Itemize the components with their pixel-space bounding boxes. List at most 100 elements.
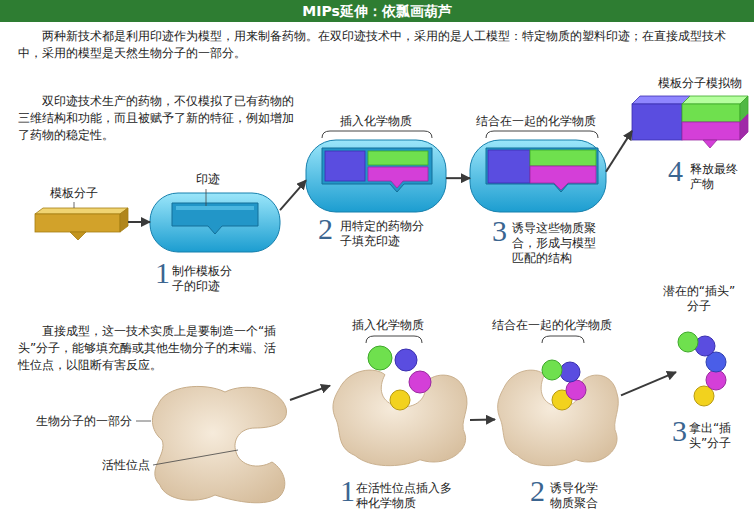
step-caption: 诱导化学物质聚合 xyxy=(550,481,600,511)
biomolecule xyxy=(333,370,467,466)
magenta-chemical xyxy=(566,380,586,400)
tray-recess xyxy=(172,203,258,234)
paragraph: 双印迹技术生产的药物，不仅模拟了已有药物的三维结构和功能，而且被赋予了新的特征，… xyxy=(18,93,302,144)
magenta-block xyxy=(530,166,596,190)
magenta-block xyxy=(682,122,740,140)
purple-block xyxy=(325,151,365,181)
bracket xyxy=(486,131,598,138)
flow-arrow xyxy=(606,131,632,172)
step-caption: 制作模板分子的印迹 xyxy=(172,264,234,294)
step-caption: 释放最终产物 xyxy=(690,162,740,192)
paragraph: 直接成型，这一技术实质上是要制造一个“插头”分子，能够填充酶或其他生物分子的末端… xyxy=(18,323,280,374)
flow-arrow xyxy=(470,419,495,421)
plug-molecule xyxy=(678,332,726,406)
biomolecule xyxy=(498,370,619,466)
imprint-tray xyxy=(150,193,280,252)
purple-chemical xyxy=(560,362,580,382)
flow-arrow xyxy=(446,177,470,179)
green-chemical xyxy=(678,332,698,352)
bracket xyxy=(366,336,422,343)
step-number: 2 xyxy=(530,476,545,506)
title: MIPs延伸：依瓢画葫芦 xyxy=(0,0,754,22)
green-chemical xyxy=(368,346,392,370)
figure-label: 模板分子模拟物 xyxy=(658,76,742,91)
figure-label: 生物分子的一部分 xyxy=(36,414,132,429)
leader-line xyxy=(74,202,75,208)
tray-body xyxy=(470,140,606,212)
purple-top xyxy=(632,96,690,104)
stage-figure: 模板分子模拟物4释放最终产物 xyxy=(632,96,748,148)
green-block xyxy=(530,150,596,166)
magenta-chemical xyxy=(409,371,431,393)
figure-label: 插入化学物质 xyxy=(340,114,412,129)
leader-line xyxy=(136,421,151,422)
step-number: 3 xyxy=(492,216,507,246)
tray-recess xyxy=(322,148,432,192)
mimic-molecule xyxy=(632,96,748,148)
step-caption: 诱导这些物质聚合，形成与模型匹配的结构 xyxy=(512,221,598,266)
step-caption: 拿出“插头”分子 xyxy=(689,421,749,451)
bracket xyxy=(542,336,584,343)
molecule-top xyxy=(35,208,128,214)
purple-block xyxy=(488,150,530,183)
loose-chemicals xyxy=(368,346,431,410)
stage-figure: 结合在一起的化学物质3诱导这些物质聚合，形成与模型匹配的结构 xyxy=(470,140,606,212)
bonded-chemicals xyxy=(542,360,586,410)
yellow-chemical xyxy=(390,390,410,410)
biomolecule xyxy=(152,386,286,502)
green-top xyxy=(682,96,748,104)
title-band: MIPs延伸：依瓢画葫芦 xyxy=(0,0,754,22)
filled-tray xyxy=(306,140,446,212)
molecule-tab xyxy=(70,232,86,240)
figure-label: 印迹 xyxy=(196,172,220,187)
green-chemical xyxy=(542,360,562,380)
flow-arrow xyxy=(128,221,150,223)
green-block xyxy=(682,104,740,122)
stage-figure: 生物分子的一部分活性位点 xyxy=(150,383,290,504)
figure-label: 结合在一起的化学物质 xyxy=(492,318,612,333)
figure-label: 插入化学物质 xyxy=(352,318,424,333)
tray-body xyxy=(306,140,446,212)
step-number: 1 xyxy=(155,258,170,288)
purple-block xyxy=(632,104,682,140)
molecule-side xyxy=(120,208,128,232)
stage-figure: 结合在一起的化学物质2诱导化学物质聚合 xyxy=(495,358,621,468)
figure-label: 结合在一起的化学物质 xyxy=(476,114,596,129)
stage-figure: 模板分子 xyxy=(35,208,128,240)
stage-figure: 潜在的“插头”分子3拿出“插头”分子 xyxy=(676,330,728,408)
step-number: 4 xyxy=(668,156,683,186)
leader-line xyxy=(206,189,207,206)
tray-recess xyxy=(486,148,598,192)
stage-figure: 插入化学物质1在活性位点插入多种化学物质 xyxy=(330,345,470,468)
stage-figure: 印迹1制作模板分子的印迹 xyxy=(150,193,280,252)
bracket xyxy=(322,131,432,138)
molecule-front xyxy=(35,214,120,232)
tray-body xyxy=(150,193,280,252)
template-molecule xyxy=(35,208,128,240)
step-caption: 在活性位点插入多种化学物质 xyxy=(356,481,454,511)
bonded-tray xyxy=(470,140,606,212)
flow-arrow xyxy=(290,386,330,400)
magenta-chemical xyxy=(706,370,726,390)
magenta-tab xyxy=(703,140,717,148)
leader-line xyxy=(153,450,238,465)
figure-label: 活性位点 xyxy=(102,458,150,473)
recess-highlight xyxy=(176,206,254,210)
step-number: 1 xyxy=(340,476,355,506)
step-caption: 用特定的药物分子填充印迹 xyxy=(340,219,426,249)
magenta-side xyxy=(740,114,748,140)
figure-label: 模板分子 xyxy=(50,186,98,201)
paragraph: 两种新技术都是利用印迹作为模型，用来制备药物。在双印迹技术中，采用的是人工模型：… xyxy=(18,28,740,62)
green-block xyxy=(368,151,428,165)
step-number: 2 xyxy=(318,214,333,244)
purple-chemical xyxy=(395,349,417,371)
step-number: 3 xyxy=(672,416,687,446)
magenta-block xyxy=(368,167,428,188)
flow-arrow xyxy=(621,372,676,395)
figure-label: 潜在的“插头”分子 xyxy=(662,284,736,314)
flow-arrow xyxy=(280,180,306,210)
